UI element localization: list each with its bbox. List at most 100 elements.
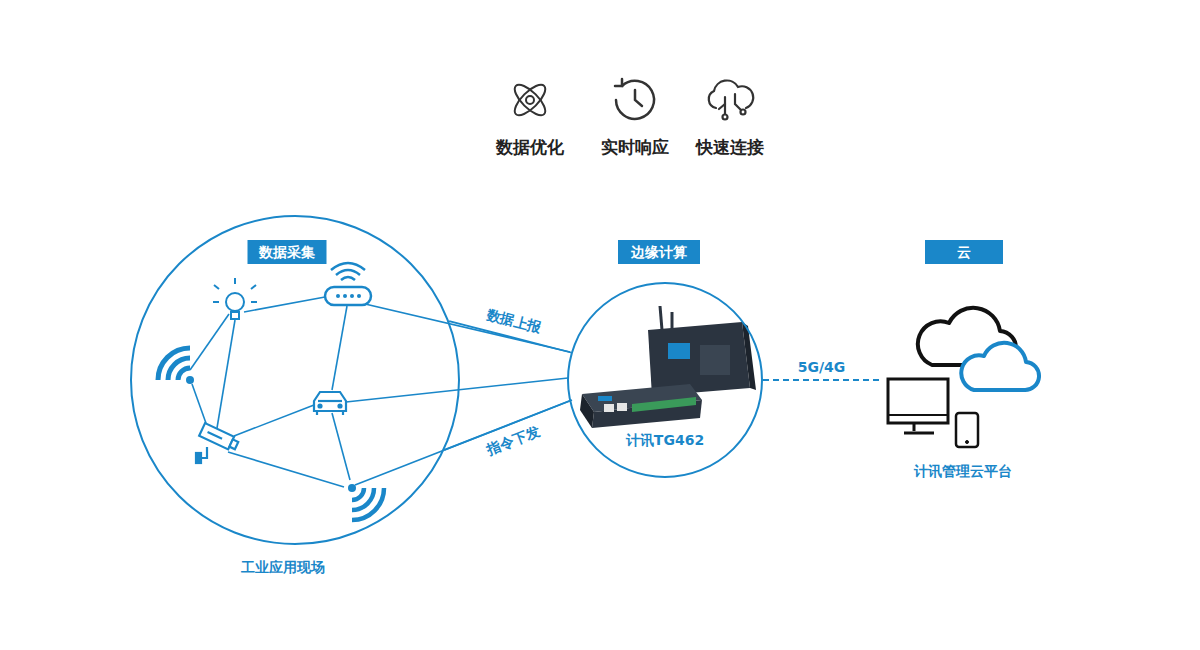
router-icon-part	[336, 270, 360, 275]
phone-icon	[956, 413, 978, 447]
camera-icon-part	[196, 453, 201, 463]
bulb-icon	[213, 278, 257, 319]
bulb-icon-part	[213, 278, 257, 302]
feature-label: 数据优化	[496, 136, 564, 158]
mesh-lines-part	[228, 452, 344, 487]
field-caption: 工业应用现场	[241, 558, 325, 576]
router-icon-part	[343, 294, 347, 298]
wifi-icon	[158, 348, 194, 384]
gateway-device-part	[668, 343, 690, 359]
mesh-lines-part	[348, 300, 570, 352]
signal-icon-part	[352, 488, 364, 500]
clock-icon	[615, 79, 654, 119]
computer-icon-part	[904, 423, 934, 433]
mesh-lines-part	[217, 320, 235, 428]
clock-icon-part	[615, 79, 622, 86]
mesh-lines-part	[190, 314, 229, 370]
signal-icon	[348, 484, 384, 520]
section-tag: 数据采集	[248, 240, 327, 264]
link-label: 数据上报	[482, 305, 547, 338]
computer-icon	[888, 379, 948, 433]
cloud-circuit-icon-part	[719, 104, 725, 109]
feature-label: 实时响应	[601, 136, 669, 158]
wifi-icon-part	[158, 348, 190, 380]
circle-outline	[131, 216, 459, 544]
gateway-device-part	[648, 322, 750, 396]
car-icon-part	[317, 411, 343, 415]
car-icon-part	[319, 405, 322, 408]
mesh-lines-part	[332, 306, 347, 390]
wifi-icon-part	[168, 358, 190, 380]
router-icon	[325, 263, 371, 305]
cloud-group: 云计讯管理云平台	[880, 240, 1045, 485]
mesh-lines-part	[192, 384, 207, 426]
circle-outline	[568, 283, 762, 477]
platform-caption: 计讯管理云平台	[914, 462, 1012, 480]
mesh-lines	[190, 297, 572, 487]
mesh-lines-part	[355, 400, 572, 485]
edge-circle: 边缘计算计讯TG462	[567, 282, 763, 478]
atom-icon-part	[510, 80, 550, 120]
cloud-circuit-icon-part	[723, 115, 728, 120]
gateway-device-part	[632, 397, 696, 412]
signal-icon-part	[352, 488, 384, 520]
phone-icon-part	[966, 441, 969, 444]
device-caption: 计讯TG462	[626, 431, 704, 449]
cloud-circuit-icon-part	[735, 94, 741, 110]
field-circle: 数据采集工业应用现场	[130, 215, 460, 545]
computer-icon-part	[888, 414, 948, 416]
section-tag: 云	[925, 240, 1003, 264]
gateway-device-part	[580, 394, 594, 428]
camera-icon-part-part	[208, 432, 223, 439]
cloud-circuit-icon-part	[741, 110, 746, 115]
signal-icon-part	[352, 488, 374, 510]
link-label: 指令下发	[481, 421, 545, 460]
wifi-icon-part	[186, 376, 194, 384]
wifi-icon-part	[178, 368, 190, 380]
wireless-link	[763, 379, 880, 381]
gateway-device-part	[671, 312, 674, 329]
cloud-icons-part	[961, 343, 1039, 390]
gateway-device	[580, 306, 756, 428]
car-icon	[314, 392, 346, 415]
car-icon-part	[339, 405, 342, 408]
signal-icon-part	[348, 484, 356, 492]
atom-icon-part	[510, 80, 550, 120]
phone-icon-part	[956, 413, 978, 447]
link-label: 5G/4G	[795, 358, 849, 376]
gateway-device-part	[617, 403, 627, 411]
atom-icon-part	[526, 96, 534, 104]
mesh-lines-part	[332, 413, 350, 480]
car-icon-part	[318, 400, 342, 402]
bulb-icon-part	[226, 293, 244, 311]
mesh-lines-part	[244, 297, 325, 312]
camera-icon	[196, 423, 240, 463]
section-tag: 边缘计算	[618, 240, 700, 264]
router-icon-part	[336, 294, 340, 298]
computer-icon-part	[888, 379, 948, 423]
mesh-lines-part	[234, 405, 314, 436]
car-icon-part	[314, 392, 346, 411]
gateway-device-part	[604, 404, 614, 412]
atom-icon	[510, 80, 550, 120]
bulb-icon-part	[231, 312, 239, 319]
circle-outline	[567, 282, 763, 478]
cloud-circuit-icon-part	[709, 81, 753, 108]
router-icon-part	[331, 263, 365, 270]
camera-icon-part-part	[229, 439, 238, 449]
clock-icon-part	[635, 90, 642, 106]
gateway-device-part	[660, 306, 662, 330]
circle-outline	[130, 215, 460, 545]
router-icon-part	[341, 277, 355, 280]
router-icon-part	[325, 287, 371, 305]
feature-label: 快速连接	[696, 136, 764, 158]
gateway-device-part	[598, 396, 612, 401]
gateway-device-part	[700, 345, 730, 375]
router-icon-part	[357, 294, 361, 298]
cloud-circuit-icon	[709, 81, 753, 120]
router-icon-part	[350, 294, 354, 298]
camera-icon-part	[199, 423, 239, 452]
